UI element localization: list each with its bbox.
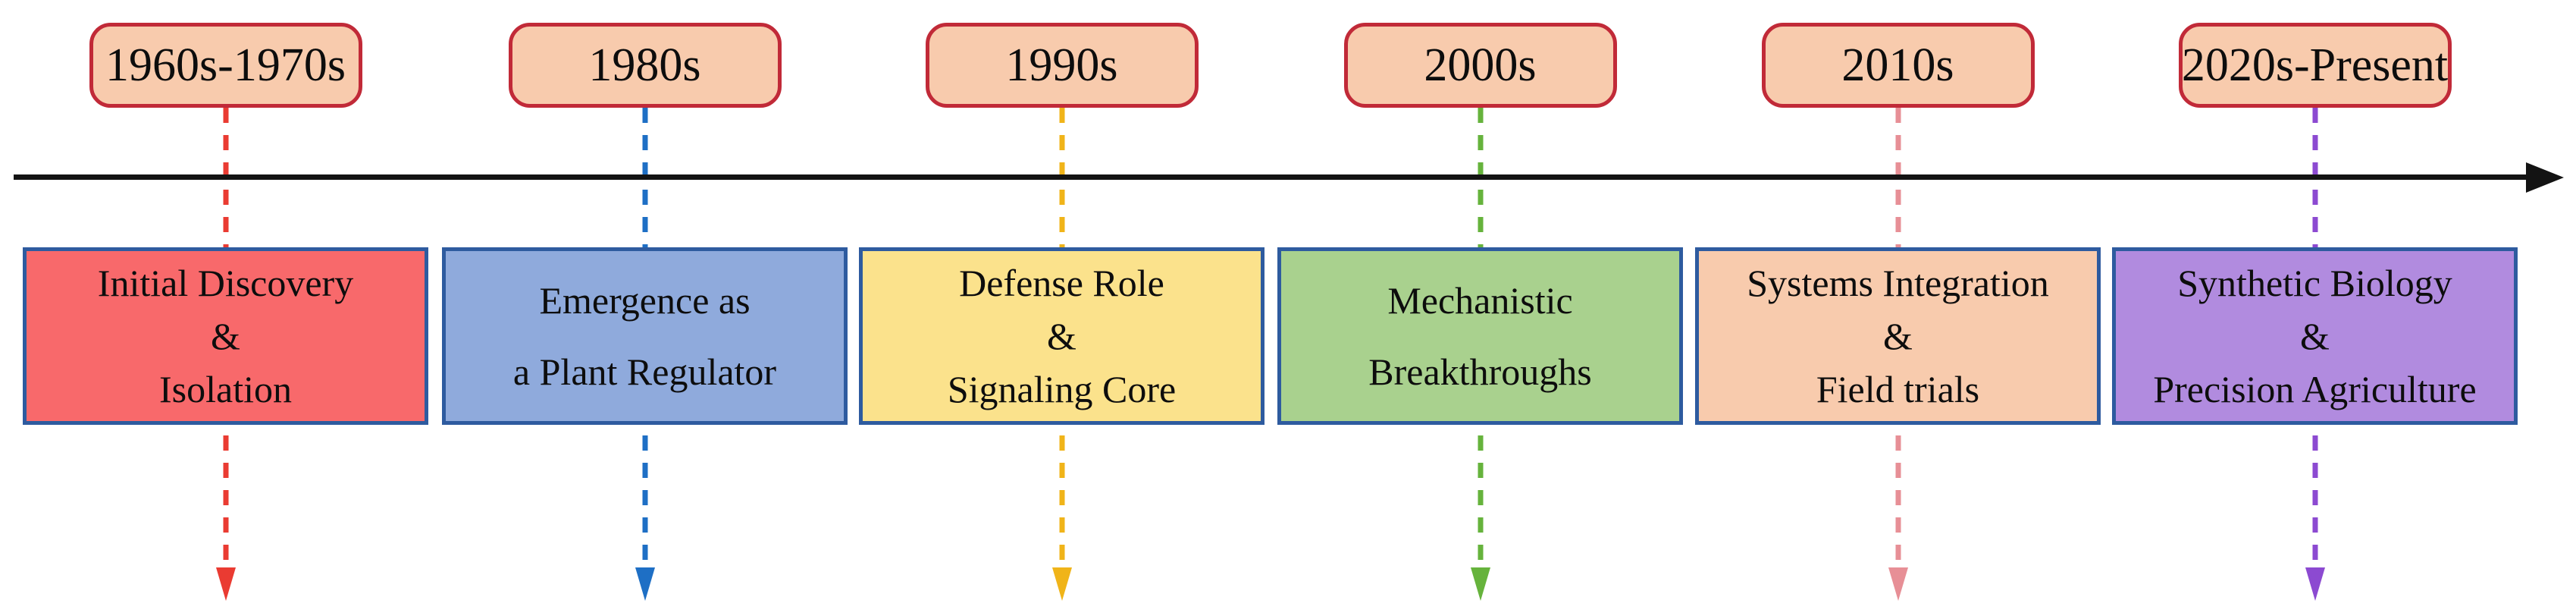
era-box-line: & bbox=[211, 315, 240, 357]
period-label: 2000s bbox=[1424, 39, 1537, 91]
down-arrowhead-icon bbox=[2305, 567, 2325, 601]
era-box-line: Synthetic Biology bbox=[2177, 262, 2452, 304]
era-column-1960s-1970s: 1960s-1970s Initial Discovery & Isolatio… bbox=[23, 0, 428, 616]
era-column-2020s-present: 2020s-Present Synthetic Biology & Precis… bbox=[2112, 0, 2518, 616]
era-box-line: Breakthroughs bbox=[1368, 350, 1592, 393]
era-box-line: Precision Agriculture bbox=[2153, 368, 2477, 410]
era-box-line: Isolation bbox=[159, 368, 292, 410]
era-box-line: & bbox=[1883, 315, 1913, 357]
era-box: Systems Integration & Field trials bbox=[1695, 247, 2101, 425]
era-box-line: Initial Discovery bbox=[97, 262, 354, 304]
period-label: 1960s-1970s bbox=[105, 39, 346, 91]
period-label: 2010s bbox=[1841, 39, 1954, 91]
timeline-axis bbox=[14, 174, 2529, 180]
era-box-line: Emergence as bbox=[539, 279, 751, 322]
down-arrowhead-icon bbox=[635, 567, 655, 601]
down-arrowhead-icon bbox=[215, 567, 236, 601]
era-box-line: Mechanistic bbox=[1387, 279, 1573, 322]
period-label: 2020s-Present bbox=[2181, 39, 2449, 91]
era-box-line: & bbox=[1047, 315, 1076, 357]
timeline-right-arrowhead-icon bbox=[2526, 162, 2564, 193]
down-arrowhead-icon bbox=[1051, 567, 1072, 601]
period-pill: 2020s-Present bbox=[2178, 23, 2452, 108]
era-box-line: Systems Integration bbox=[1747, 262, 2049, 304]
era-box-line: & bbox=[2300, 315, 2330, 357]
era-box-line: Field trials bbox=[1816, 368, 1980, 410]
period-pill: 1990s bbox=[925, 23, 1199, 108]
period-pill: 1980s bbox=[508, 23, 782, 108]
period-label: 1980s bbox=[588, 39, 701, 91]
era-box-line: Defense Role bbox=[959, 262, 1164, 304]
era-column-1980s: 1980s Emergence as a Plant Regulator bbox=[442, 0, 848, 616]
era-box: Synthetic Biology & Precision Agricultur… bbox=[2112, 247, 2518, 425]
era-column-2000s: 2000s Mechanistic Breakthroughs bbox=[1277, 0, 1683, 616]
period-pill: 2010s bbox=[1761, 23, 2035, 108]
period-pill: 1960s-1970s bbox=[89, 23, 362, 108]
era-box-line: Signaling Core bbox=[947, 368, 1177, 410]
era-column-1990s: 1990s Defense Role & Signaling Core bbox=[859, 0, 1264, 616]
era-box-line: a Plant Regulator bbox=[512, 350, 777, 393]
down-arrowhead-icon bbox=[1470, 567, 1490, 601]
era-box: Mechanistic Breakthroughs bbox=[1277, 247, 1683, 425]
period-pill: 2000s bbox=[1343, 23, 1617, 108]
era-column-2010s: 2010s Systems Integration & Field trials bbox=[1695, 0, 2101, 616]
period-label: 1990s bbox=[1005, 39, 1118, 91]
era-box: Defense Role & Signaling Core bbox=[859, 247, 1264, 425]
era-box: Initial Discovery & Isolation bbox=[23, 247, 428, 425]
era-box: Emergence as a Plant Regulator bbox=[442, 247, 848, 425]
down-arrowhead-icon bbox=[1888, 567, 1908, 601]
